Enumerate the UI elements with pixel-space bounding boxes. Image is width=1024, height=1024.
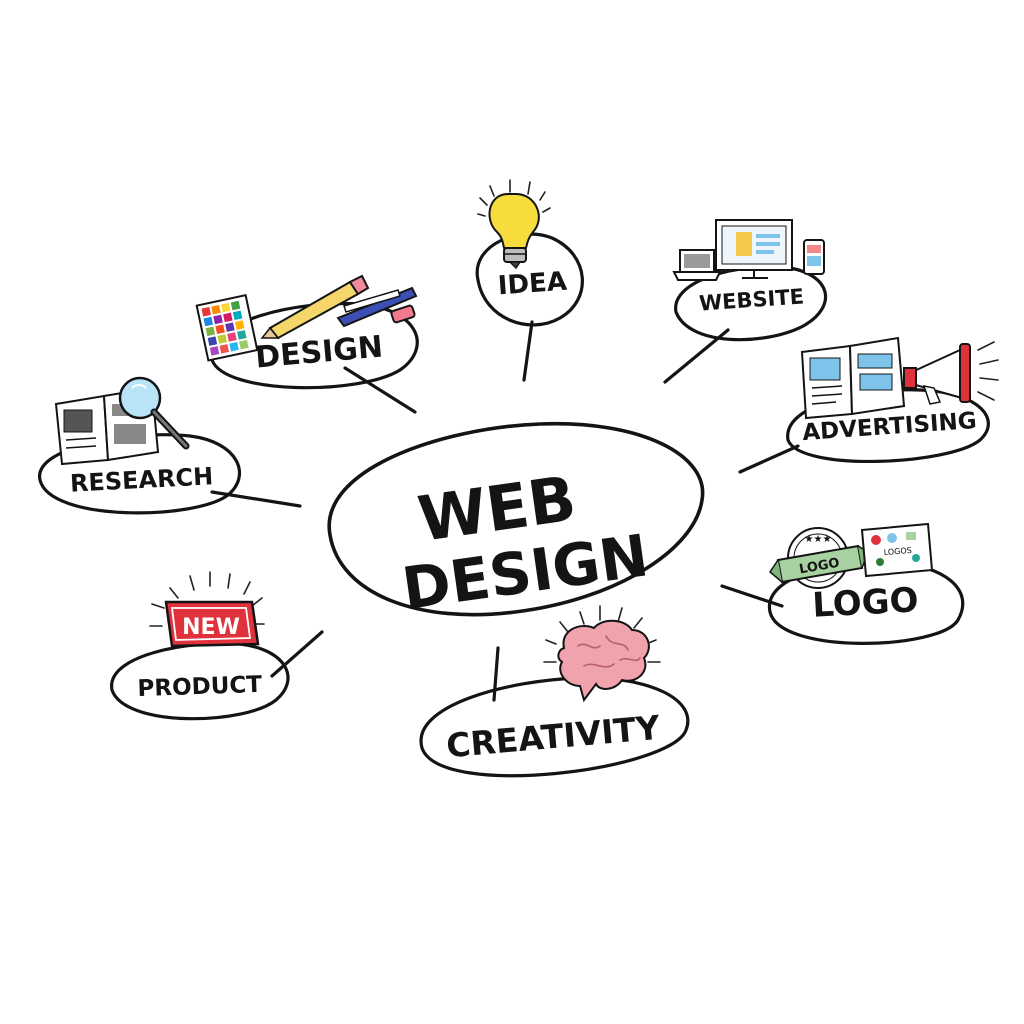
node-label-logo: LOGO bbox=[811, 580, 919, 626]
new-sign-icon: NEW bbox=[149, 571, 265, 648]
node-website: WEBSITE bbox=[672, 219, 828, 342]
node-label-research: RESEARCH bbox=[69, 462, 214, 497]
node-research: RESEARCH bbox=[38, 376, 241, 515]
stars-icon: ★★★ bbox=[805, 534, 832, 545]
center-node: WEB DESIGN bbox=[327, 421, 705, 623]
brain-icon bbox=[543, 605, 661, 703]
megaphone-billboard-icon bbox=[800, 336, 999, 420]
node-label-creativity: CREATIVITY bbox=[445, 708, 663, 766]
logos-card-text: LOGOS bbox=[883, 546, 912, 557]
node-label-idea: IDEA bbox=[497, 267, 568, 302]
node-design: DESIGN bbox=[195, 274, 419, 390]
node-label-product: PRODUCT bbox=[137, 672, 263, 702]
lightbulb-icon bbox=[477, 179, 551, 270]
devices-icon bbox=[672, 219, 825, 281]
node-creativity: CREATIVITY bbox=[419, 605, 690, 778]
logo-badge-icon: LOGO ★★★ LOGOS bbox=[769, 522, 934, 589]
newspaper-magnifier-icon bbox=[54, 376, 190, 466]
color-palette-pencils-icon bbox=[195, 274, 418, 362]
logo-ribbon-text: LOGO bbox=[798, 556, 841, 578]
node-idea: IDEA bbox=[475, 179, 584, 327]
node-label-website: WEBSITE bbox=[698, 284, 805, 315]
node-product: NEW PRODUCT bbox=[110, 571, 290, 721]
new-badge-text: NEW bbox=[182, 615, 240, 640]
node-advertising: ADVERTISING bbox=[786, 336, 999, 464]
node-logo: LOGO ★★★ LOGOS LOGO bbox=[768, 522, 965, 645]
